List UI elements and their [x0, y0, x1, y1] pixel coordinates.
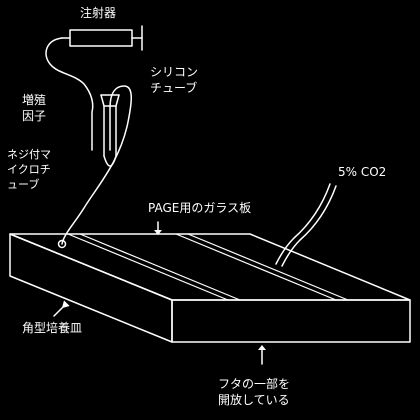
dish-arrowhead [61, 300, 70, 309]
glass-plate-line-3 [175, 233, 337, 301]
tube-inlet-ring [57, 239, 67, 249]
glass-plate-line-2 [79, 233, 241, 301]
dish-right-face [171, 299, 411, 343]
glass-plate-line-1 [67, 233, 229, 301]
dish-top-face [9, 233, 411, 301]
silicone-tube-label-line2: チューブ [150, 81, 198, 95]
syringe-label: 注射器 [80, 6, 117, 20]
glass-plates [67, 233, 349, 301]
microtube-label-line1: ネジ付マ [7, 148, 51, 161]
silicone-tube-label-line1: シリコン [150, 65, 199, 79]
lid-opening-label-line2: 開放している [218, 393, 290, 407]
syringe-barrel [69, 29, 133, 47]
culture-dish-label: 角型培養皿 [22, 321, 83, 335]
co2-label: 5% CO2 [338, 165, 387, 179]
co2-tube-inner [281, 185, 337, 267]
syringe-illustration [61, 25, 143, 51]
culture-dish-box [9, 233, 411, 343]
glass-plate-arrowhead [154, 230, 162, 235]
microtube-label-line3: ューブ [7, 178, 40, 191]
silicone-tube-from-syringe [45, 37, 94, 151]
growth-factor-label-line2: 因子 [22, 109, 47, 123]
co2-tube-outer [275, 183, 331, 265]
lid-opening-arrowhead [258, 345, 266, 350]
glass-plate-label: PAGE用のガラス板 [148, 201, 252, 215]
silicone-tube-to-dish [61, 85, 132, 245]
glass-plate-line-4 [187, 233, 349, 301]
growth-factor-label-line1: 増殖 [22, 93, 47, 107]
lid-opening-label-line1: フタの一部を [218, 377, 291, 391]
microtube-label-line2: イクロチ [7, 163, 51, 176]
